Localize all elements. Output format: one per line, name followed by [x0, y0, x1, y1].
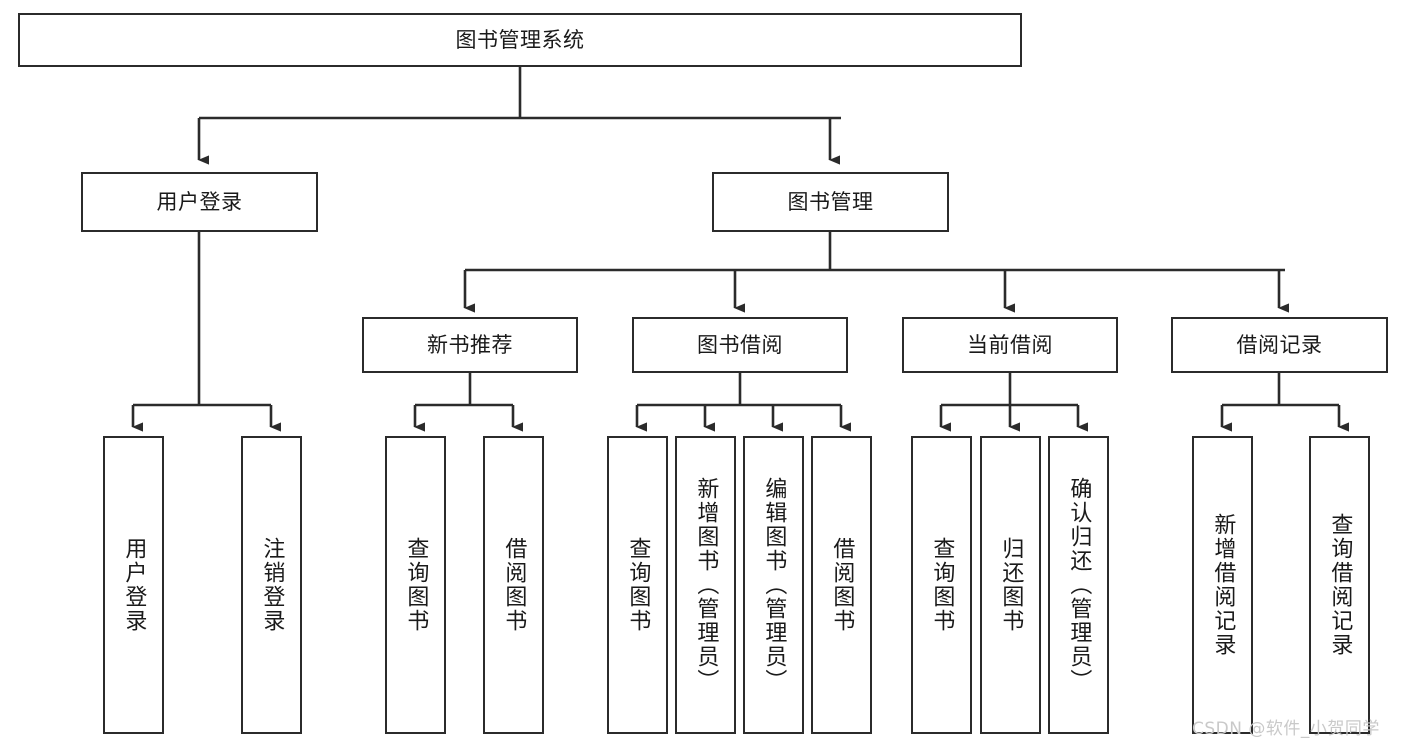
node-leaf-query-book-1[interactable]: 查询图书 — [385, 436, 446, 734]
node-leaf-add-record[interactable]: 新增借阅记录 — [1192, 436, 1253, 734]
node-label: 查询借阅记录 — [1327, 513, 1353, 657]
node-leaf-user-login[interactable]: 用户登录 — [103, 436, 164, 734]
node-current-borrow[interactable]: 当前借阅 — [902, 317, 1118, 373]
node-leaf-edit-book[interactable]: 编辑图书（管理员） — [743, 436, 804, 734]
node-borrow-record[interactable]: 借阅记录 — [1171, 317, 1388, 373]
node-new-book-recommend[interactable]: 新书推荐 — [362, 317, 578, 373]
node-label: 查询图书 — [403, 537, 429, 633]
node-label: 编辑图书（管理员） — [761, 477, 787, 693]
node-label: 新书推荐 — [427, 332, 513, 357]
node-user-login[interactable]: 用户登录 — [81, 172, 318, 232]
node-label: 新增借阅记录 — [1210, 513, 1236, 657]
node-leaf-query-book-3[interactable]: 查询图书 — [911, 436, 972, 734]
node-book-borrow[interactable]: 图书借阅 — [632, 317, 848, 373]
node-label: 注销登录 — [259, 537, 285, 633]
node-leaf-add-book[interactable]: 新增图书（管理员） — [675, 436, 736, 734]
csdn-watermark: CSDN @软件_小贺同学 — [1192, 719, 1380, 739]
node-label: 确认归还（管理员） — [1066, 477, 1092, 693]
node-book-management[interactable]: 图书管理 — [712, 172, 949, 232]
node-label: 用户登录 — [156, 189, 243, 214]
node-label: 借阅图书 — [501, 537, 527, 633]
node-root-book-management-system[interactable]: 图书管理系统 — [18, 13, 1022, 67]
node-label: 查询图书 — [929, 537, 955, 633]
node-label: 借阅图书 — [829, 537, 855, 633]
node-label: 查询图书 — [625, 537, 651, 633]
node-label: 新增图书（管理员） — [693, 477, 719, 693]
node-leaf-confirm-return[interactable]: 确认归还（管理员） — [1048, 436, 1109, 734]
node-label: 借阅记录 — [1236, 332, 1323, 357]
node-leaf-logout-login[interactable]: 注销登录 — [241, 436, 302, 734]
node-leaf-borrow-book-2[interactable]: 借阅图书 — [811, 436, 872, 734]
node-leaf-borrow-book-1[interactable]: 借阅图书 — [483, 436, 544, 734]
node-leaf-return-book[interactable]: 归还图书 — [980, 436, 1041, 734]
node-label: 归还图书 — [998, 537, 1024, 633]
node-label: 图书管理系统 — [455, 27, 585, 52]
node-leaf-query-book-2[interactable]: 查询图书 — [607, 436, 668, 734]
node-leaf-query-record[interactable]: 查询借阅记录 — [1309, 436, 1370, 734]
node-label: 用户登录 — [121, 537, 147, 633]
node-label: 图书借阅 — [697, 332, 783, 357]
node-label: 图书管理 — [787, 189, 874, 214]
node-label: 当前借阅 — [967, 332, 1053, 357]
